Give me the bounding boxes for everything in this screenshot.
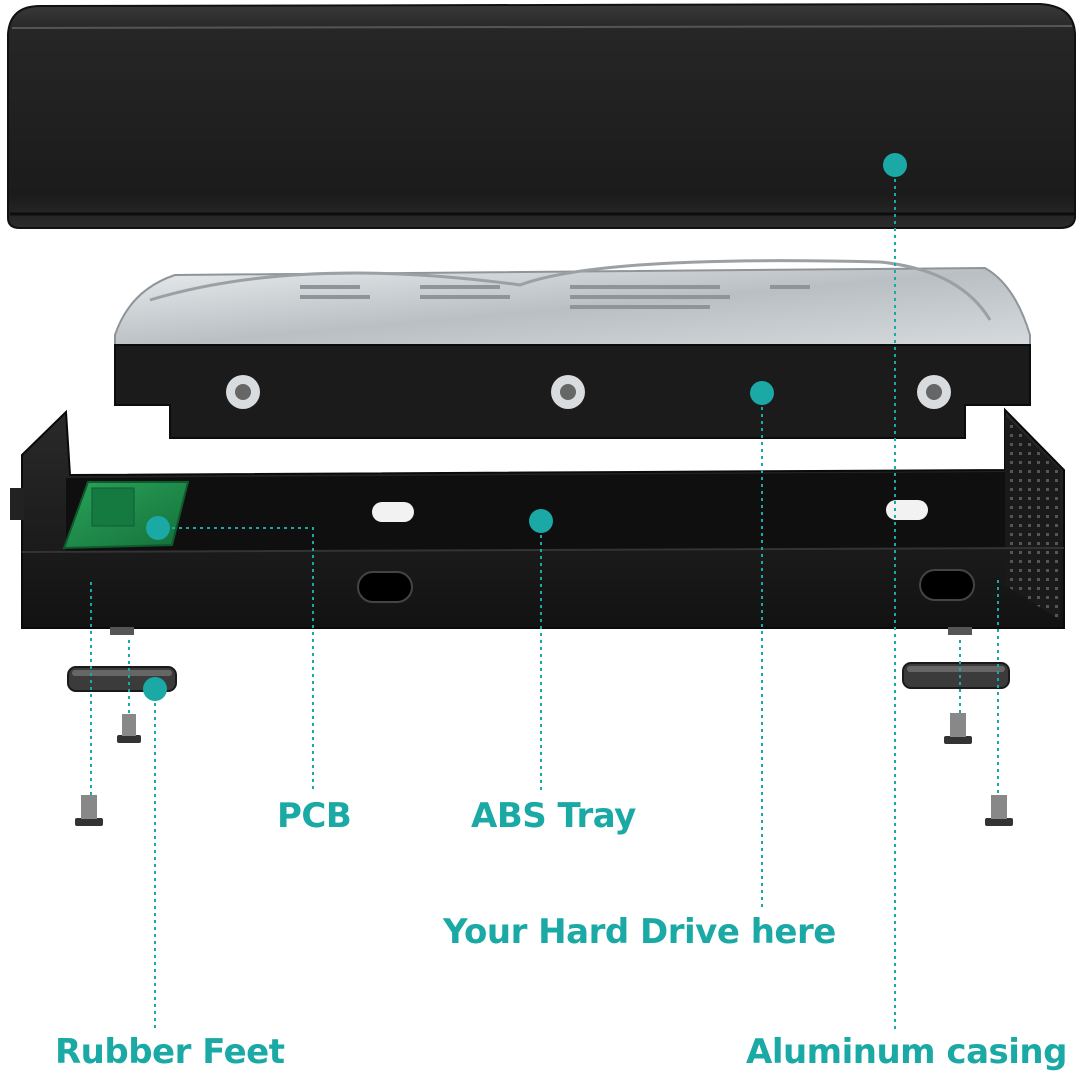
label-hard-drive: Your Hard Drive here (443, 912, 836, 952)
leader-line-pcb (158, 527, 314, 792)
tray-slot (886, 500, 928, 520)
label-abs-tray: ABS Tray (471, 796, 636, 836)
dot-drive (750, 381, 774, 405)
mounting-hole (226, 375, 260, 409)
mounting-hole (917, 375, 951, 409)
tray-slot (357, 571, 413, 603)
screw (944, 713, 972, 744)
drive-label-sticker (300, 285, 810, 309)
vent-grille (1005, 415, 1060, 620)
tray-side-tab (10, 488, 24, 520)
leader-lines (90, 165, 999, 1030)
callout-dots (143, 153, 907, 701)
label-pcb: PCB (277, 796, 352, 836)
rubber-foot (902, 662, 1010, 689)
label-aluminum-casing: Aluminum casing (746, 1032, 1067, 1072)
screw (75, 795, 103, 826)
aluminum-casing (7, 2, 1076, 229)
screw (117, 714, 141, 743)
tray-slot (372, 502, 414, 522)
screw (985, 795, 1013, 826)
dot-tray (529, 509, 553, 533)
mounting-hole (551, 375, 585, 409)
dot-pcb (146, 516, 170, 540)
hard-drive (114, 259, 1031, 439)
dot-casing (883, 153, 907, 177)
dot-feet (143, 677, 167, 701)
tray-slot (919, 569, 975, 601)
label-rubber-feet: Rubber Feet (55, 1032, 285, 1072)
